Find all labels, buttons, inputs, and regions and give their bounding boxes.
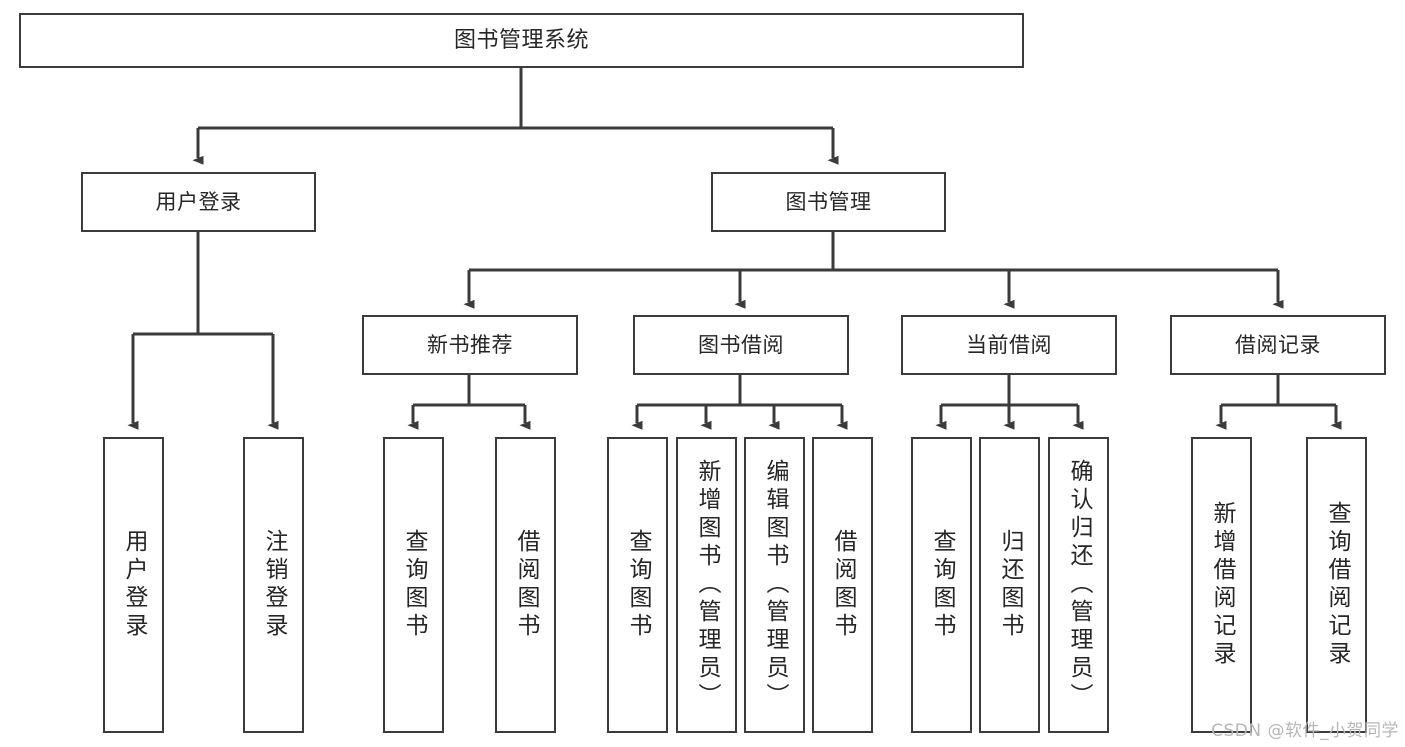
node-label: 借阅图书 [513,529,539,641]
node-leaf-user-login[interactable]: 用户登录 [103,437,164,733]
node-leaf-query-book-3[interactable]: 查询图书 [911,437,972,733]
node-label: 图书管理系统 [453,27,589,53]
node-current-borrow[interactable]: 当前借阅 [901,315,1117,375]
node-leaf-add-book[interactable]: 新增图书（管理员） [676,437,737,733]
node-leaf-query-record[interactable]: 查询借阅记录 [1306,437,1367,733]
node-label: 查询借阅记录 [1324,501,1350,669]
node-leaf-edit-book[interactable]: 编辑图书（管理员） [744,437,805,733]
node-label: 图书借阅 [698,332,784,357]
node-leaf-add-record[interactable]: 新增借阅记录 [1191,437,1252,733]
node-leaf-borrow-book-2[interactable]: 借阅图书 [812,437,873,733]
node-label: 当前借阅 [966,332,1052,357]
node-label: 用户登录 [155,189,242,214]
node-label: 新增图书（管理员） [694,459,720,711]
node-new-book-recommend[interactable]: 新书推荐 [362,315,578,375]
node-leaf-query-book-1[interactable]: 查询图书 [383,437,444,733]
node-label: 归还图书 [997,529,1023,641]
node-label: 借阅记录 [1235,332,1321,357]
node-label: 用户登录 [121,529,147,641]
node-book-borrow[interactable]: 图书借阅 [633,315,849,375]
node-label: 新增借阅记录 [1209,501,1235,669]
node-leaf-borrow-book-1[interactable]: 借阅图书 [495,437,556,733]
node-leaf-confirm-return[interactable]: 确认归还（管理员） [1048,437,1109,733]
node-book-manage[interactable]: 图书管理 [711,172,946,232]
node-leaf-return-book[interactable]: 归还图书 [979,437,1040,733]
node-label: 查询图书 [625,529,651,641]
node-label: 查询图书 [929,529,955,641]
node-label: 确认归还（管理员） [1066,459,1092,711]
node-label: 图书管理 [785,189,872,214]
node-borrow-record[interactable]: 借阅记录 [1170,315,1386,375]
watermark-csdn: CSDN @软件_小贺同学 [1211,721,1399,741]
node-label: 注销登录 [261,529,287,641]
node-label: 借阅图书 [830,529,856,641]
node-label: 新书推荐 [427,332,513,357]
node-label: 编辑图书（管理员） [762,459,788,711]
node-label: 查询图书 [401,529,427,641]
node-leaf-logout-login[interactable]: 注销登录 [243,437,304,733]
node-user-login[interactable]: 用户登录 [81,172,316,232]
node-root-book-management-system[interactable]: 图书管理系统 [19,13,1024,68]
node-leaf-query-book-2[interactable]: 查询图书 [607,437,668,733]
